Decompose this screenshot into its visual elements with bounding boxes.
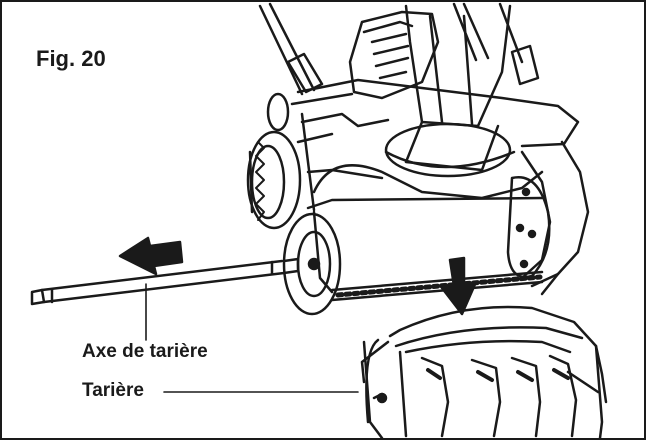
figure-title: Fig. 20 [36, 46, 106, 71]
auger-assembly [163, 305, 608, 438]
discharge-chute [384, 4, 516, 178]
machine-body [290, 78, 590, 296]
rear-wheel [246, 92, 302, 230]
arrow-left-icon [118, 236, 184, 276]
front-wheel [282, 212, 342, 316]
arrow-down-icon [440, 256, 478, 316]
scraper-bar [330, 270, 544, 302]
label-auger: Tarière [82, 380, 144, 401]
label-auger-shaft: Axe de tarière [82, 341, 208, 362]
handle-bars [258, 2, 540, 96]
side-plate [506, 175, 551, 279]
auger-shaft [30, 257, 300, 341]
